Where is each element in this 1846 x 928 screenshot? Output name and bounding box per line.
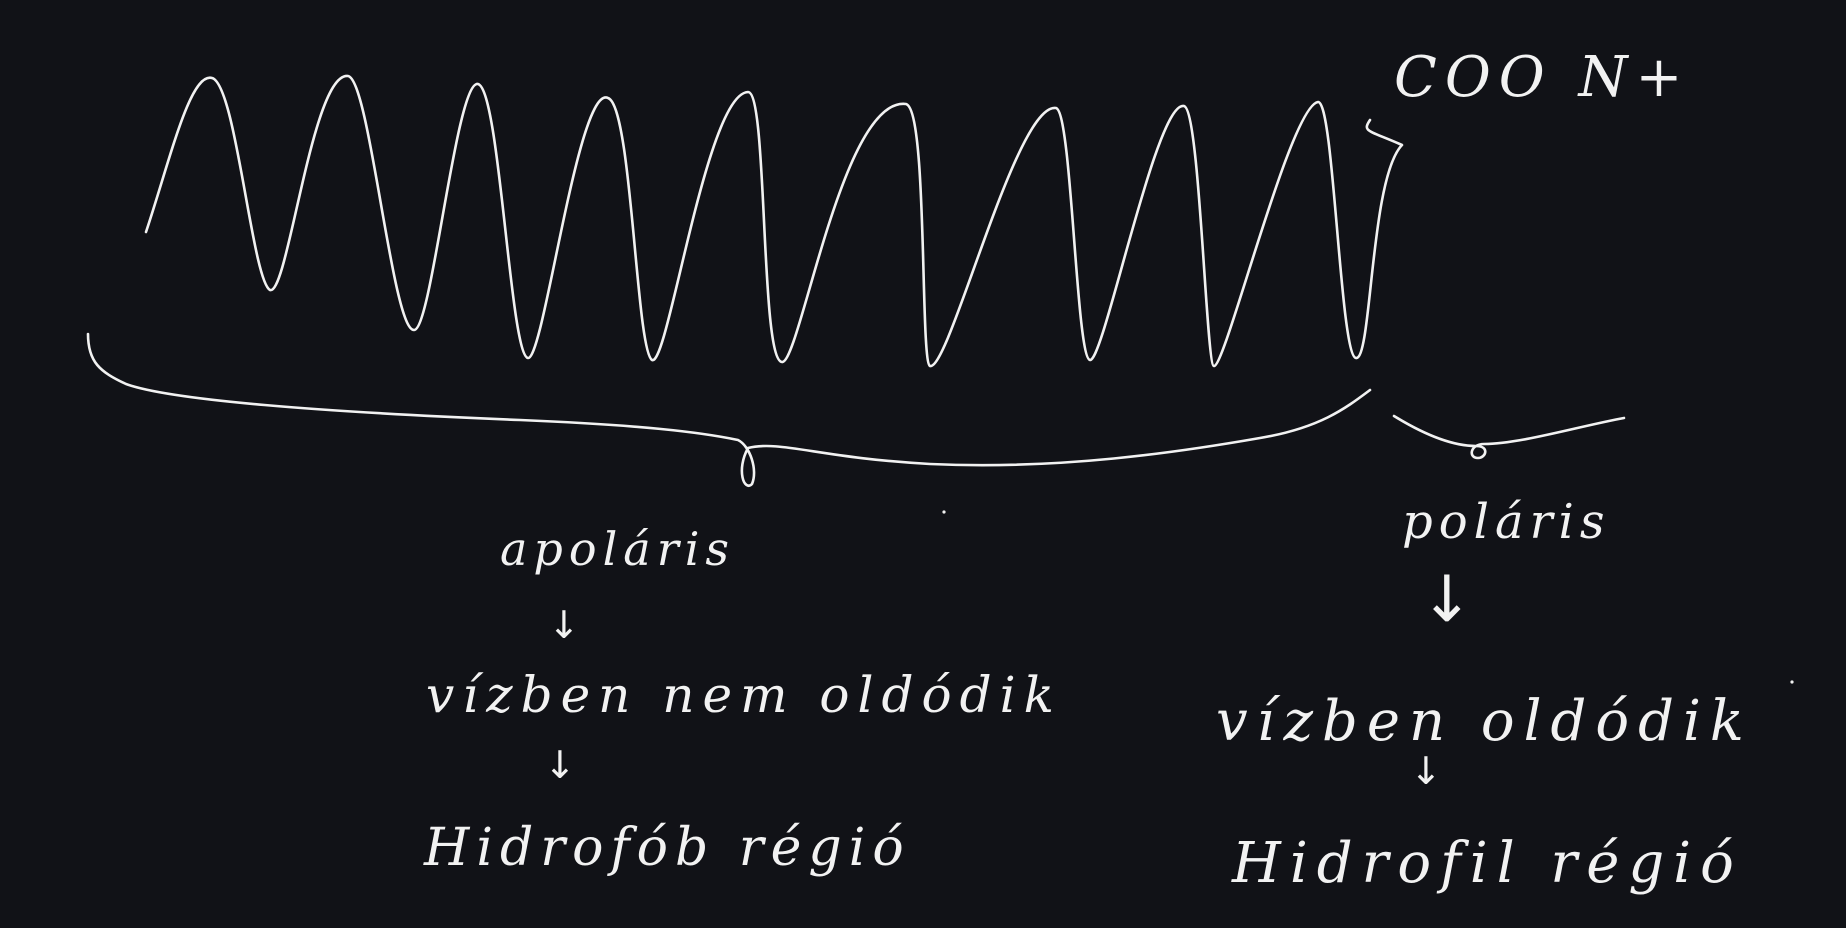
stray-dot — [1790, 680, 1794, 684]
hydrocarbon-chain — [144, 74, 1404, 368]
right-arrow-2: ↓ — [1410, 749, 1442, 793]
stray-dot — [942, 510, 946, 514]
right-solubility-text: vízben oldódik — [1216, 689, 1753, 754]
left-solubility-text: vízben nem oldódik — [426, 666, 1062, 724]
head-group-label: COO N+ — [1394, 45, 1691, 110]
left-arrow-1: ↓ — [548, 603, 580, 647]
right-arrow-1: ↓ — [1420, 563, 1474, 637]
tail-underbrace — [86, 332, 1372, 487]
left-property-label: apoláris — [500, 522, 736, 576]
left-region-name: Hidrofób régió — [424, 818, 911, 878]
right-region-name: Hidrofil régió — [1232, 831, 1743, 896]
head-underbrace — [1392, 414, 1626, 460]
right-property-label: poláris — [1402, 494, 1611, 550]
left-arrow-2: ↓ — [544, 743, 576, 787]
